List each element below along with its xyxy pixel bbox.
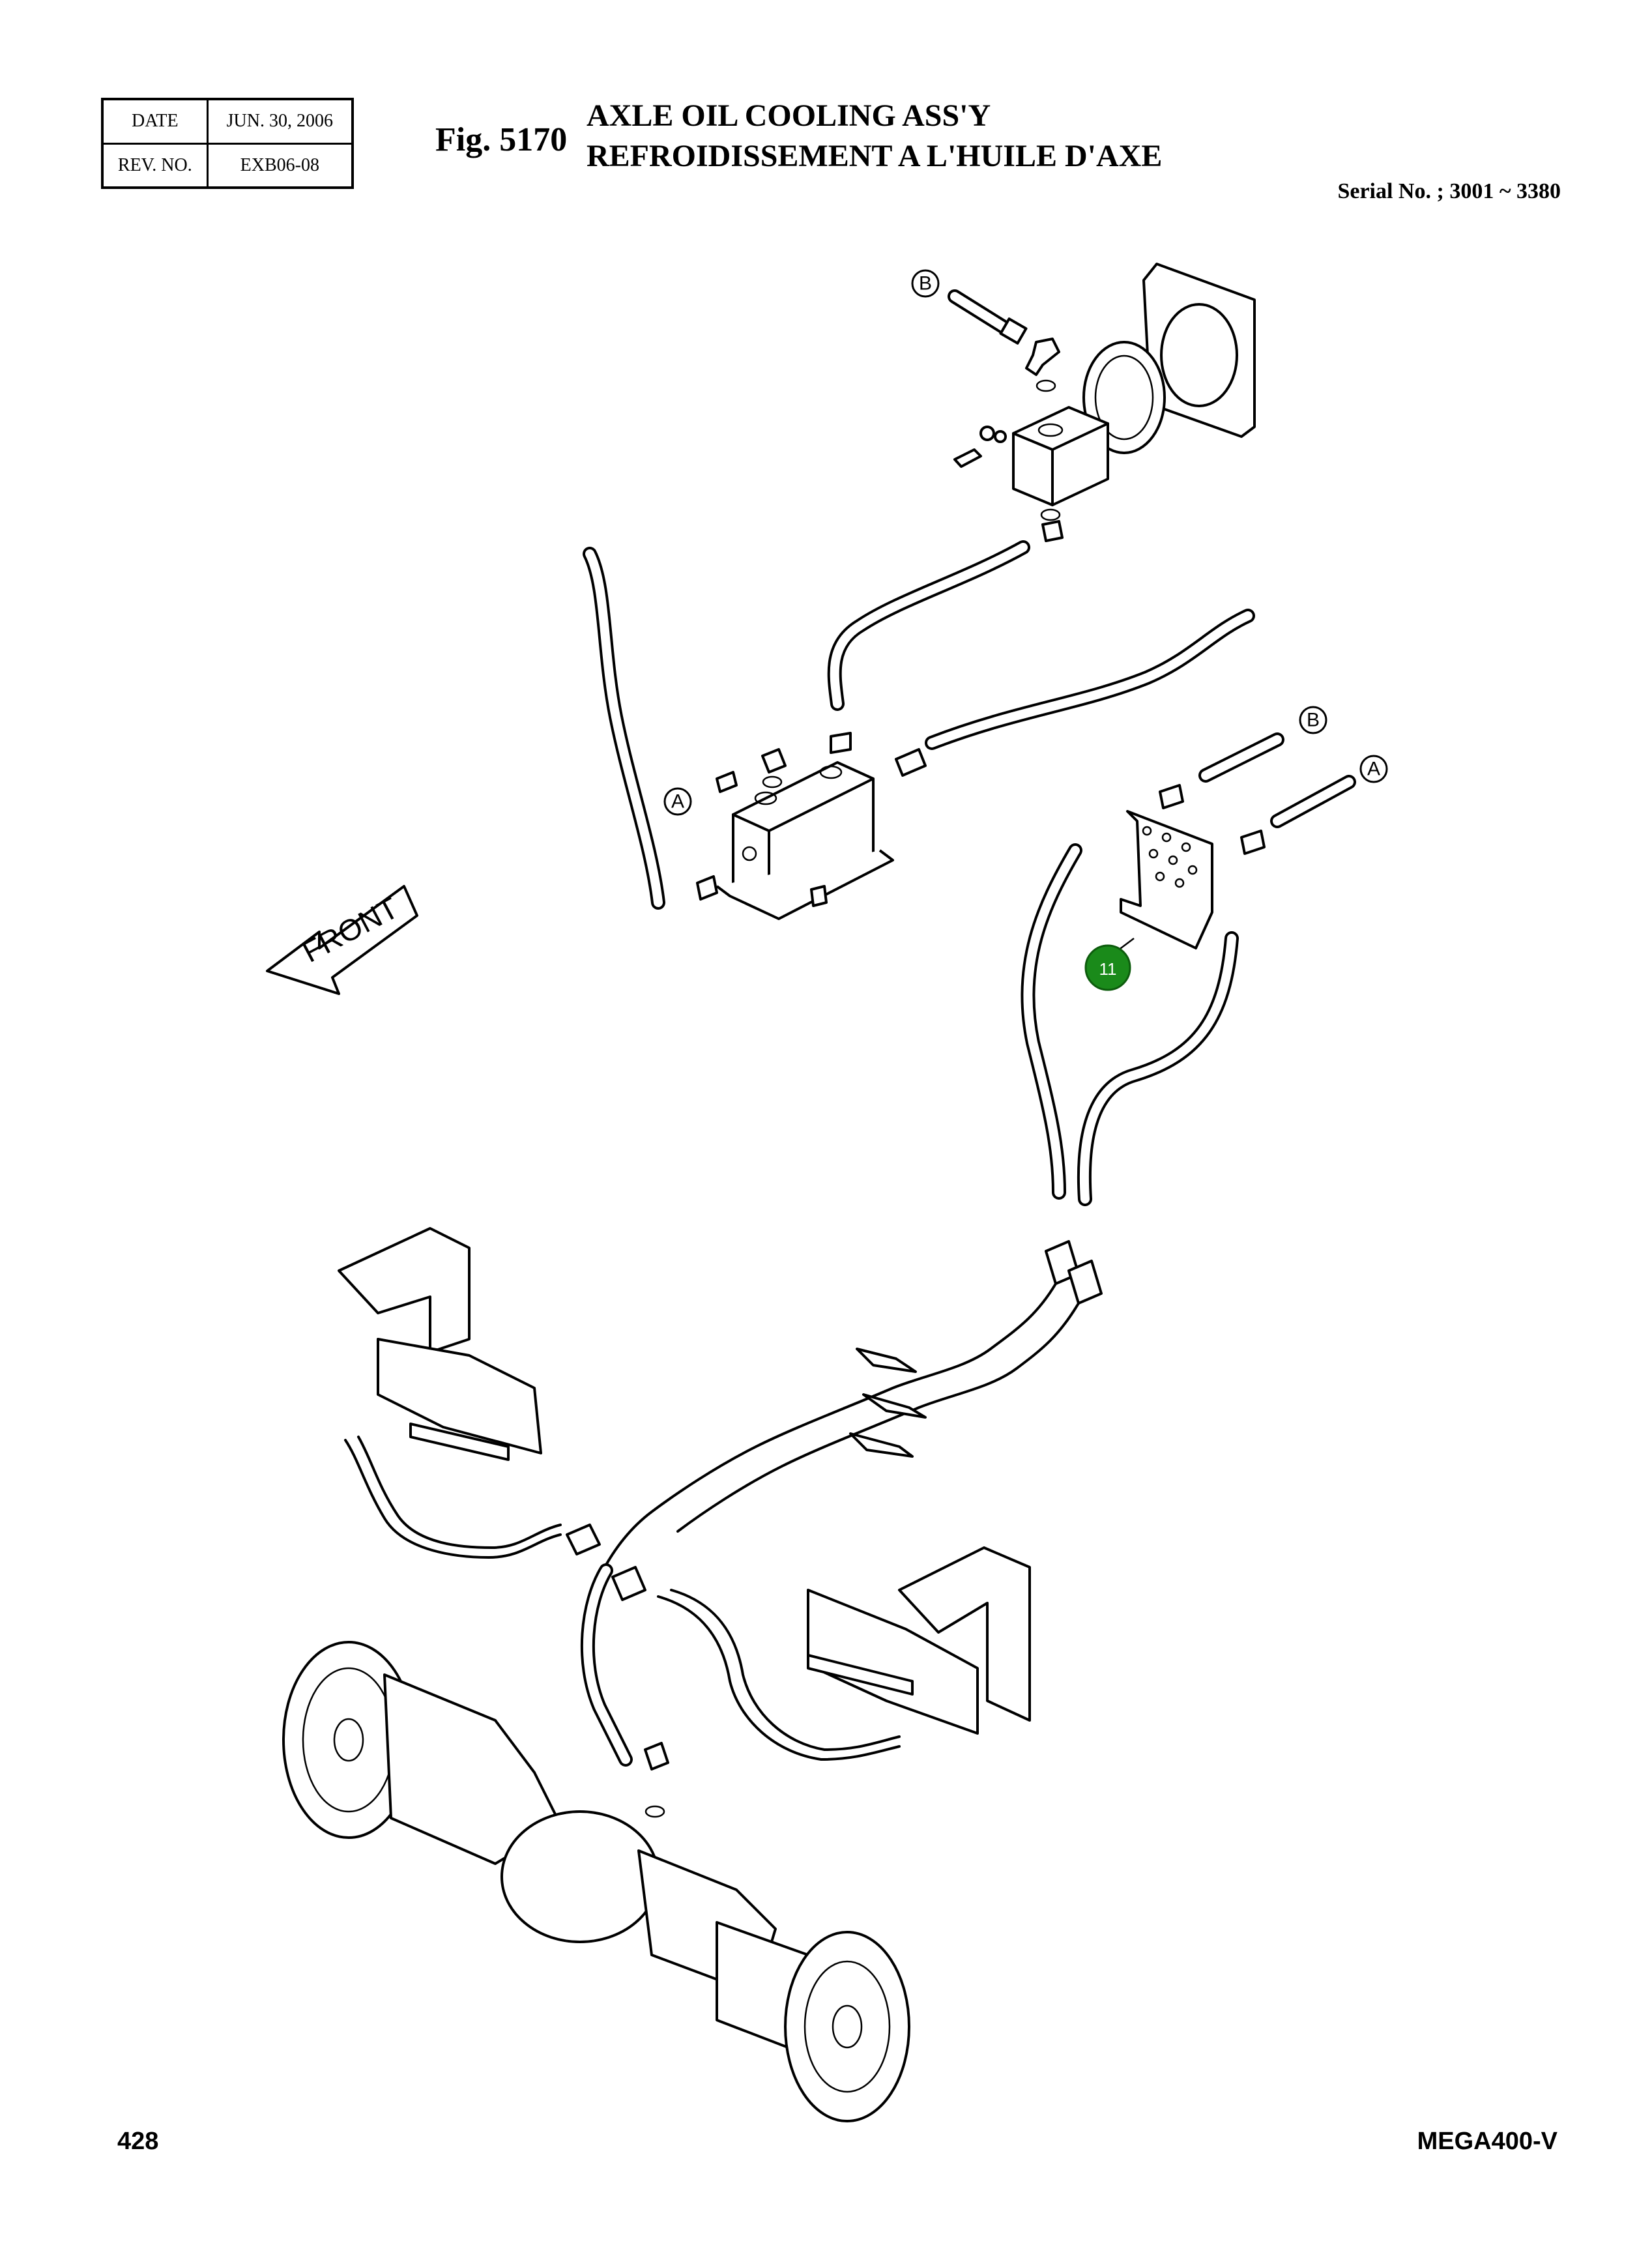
hose-mounting-bracket bbox=[1120, 810, 1213, 949]
date-value: JUN. 30, 2006 bbox=[206, 98, 354, 145]
connection-label-b-top bbox=[911, 269, 940, 298]
revision-label: REV. NO. bbox=[101, 142, 209, 189]
title-english: AXLE OIL COOLING ASS'Y bbox=[587, 98, 991, 133]
flange-opening bbox=[1160, 303, 1238, 407]
connection-label-a-right bbox=[1359, 755, 1388, 783]
connection-label-a-right-text: A bbox=[1367, 759, 1380, 780]
differential-housing bbox=[500, 1810, 659, 1943]
left-cover-bracket bbox=[338, 1227, 471, 1353]
pump-flange-group: B bbox=[911, 263, 1256, 542]
connection-label-b-right-text: B bbox=[1307, 710, 1320, 731]
serial-number-range: Serial No. ; 3001 ~ 3380 bbox=[1337, 179, 1561, 203]
connection-label-b-right bbox=[1299, 706, 1327, 734]
title-french: REFROIDISSEMENT A L'HUILE D'AXE bbox=[587, 139, 1163, 173]
model-name: MEGA400-V bbox=[1417, 2128, 1558, 2155]
revision-table: DATE JUN. 30, 2006 REV. NO. EXB06-08 bbox=[101, 98, 354, 189]
page-number: 428 bbox=[117, 2128, 159, 2155]
figure-number: Fig. 5170 bbox=[435, 121, 568, 158]
lower-tube-group bbox=[338, 1227, 1103, 1818]
date-label: DATE bbox=[101, 98, 209, 145]
axle-housing bbox=[282, 1641, 910, 2122]
front-label: FRONT bbox=[297, 891, 403, 969]
part-callout-11[interactable] bbox=[1084, 944, 1131, 991]
connection-label-b-top-text: B bbox=[919, 273, 932, 295]
connection-label-a-left bbox=[663, 787, 692, 816]
part-callout-11-number: 11 bbox=[1099, 959, 1117, 979]
front-direction-arrow: FRONT bbox=[266, 885, 418, 995]
oil-cooler-group: A bbox=[583, 540, 1255, 920]
bracket-group: B A 11 bbox=[1021, 706, 1388, 1206]
right-cover-bracket bbox=[898, 1546, 1031, 1722]
revision-value: EXB06-08 bbox=[206, 142, 354, 189]
connection-label-a-left-text: A bbox=[671, 791, 684, 813]
oil-pump-body bbox=[1012, 406, 1109, 506]
